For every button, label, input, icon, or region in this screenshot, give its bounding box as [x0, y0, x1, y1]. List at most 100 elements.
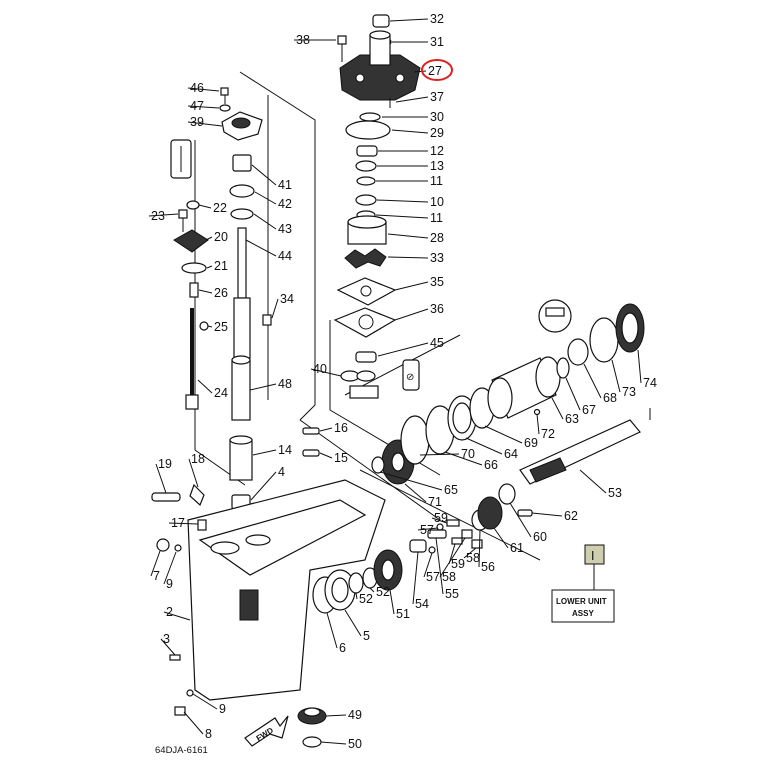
- label-37[interactable]: 37: [430, 90, 444, 104]
- label-46[interactable]: 46: [190, 81, 204, 95]
- part-49[interactable]: [297, 707, 327, 725]
- label-44[interactable]: 44: [278, 249, 292, 263]
- part-18[interactable]: [189, 483, 205, 507]
- label-71[interactable]: 71: [428, 495, 442, 509]
- part-9a[interactable]: [174, 544, 182, 552]
- label-52a[interactable]: 52: [359, 592, 373, 606]
- label-41[interactable]: 41: [278, 178, 292, 192]
- part-17[interactable]: [197, 519, 207, 531]
- label-29[interactable]: 29: [430, 126, 444, 140]
- label-61[interactable]: 61: [510, 541, 524, 555]
- part-67[interactable]: [556, 357, 570, 379]
- label-9a[interactable]: 9: [166, 577, 173, 591]
- part-61[interactable]: [477, 496, 503, 530]
- part-60[interactable]: [498, 483, 516, 505]
- label-3[interactable]: 3: [163, 632, 170, 646]
- part-50[interactable]: [302, 736, 322, 748]
- part-59b[interactable]: [451, 537, 463, 545]
- label-19[interactable]: 19: [158, 457, 172, 471]
- label-12[interactable]: 12: [430, 144, 444, 158]
- part-7[interactable]: [156, 538, 170, 552]
- label-27[interactable]: 27: [428, 64, 442, 78]
- label-65[interactable]: 65: [444, 483, 458, 497]
- part-13[interactable]: [355, 160, 377, 172]
- part-40[interactable]: [340, 370, 379, 399]
- part-58a[interactable]: [461, 529, 473, 539]
- part-14[interactable]: [229, 435, 253, 481]
- label-20[interactable]: 20: [214, 230, 228, 244]
- label-57a[interactable]: 57: [426, 570, 440, 584]
- part-63[interactable]: [487, 356, 561, 419]
- label-70[interactable]: 70: [461, 447, 475, 461]
- label-63[interactable]: 63: [565, 412, 579, 426]
- label-22[interactable]: 22: [213, 201, 227, 215]
- part-57b[interactable]: [436, 523, 444, 531]
- label-73[interactable]: 73: [622, 385, 636, 399]
- label-68[interactable]: 68: [603, 391, 617, 405]
- part-28[interactable]: [347, 215, 387, 245]
- part-33[interactable]: [344, 248, 387, 269]
- label-56[interactable]: 56: [481, 560, 495, 574]
- part-73[interactable]: [589, 317, 619, 363]
- part-16[interactable]: [302, 427, 320, 435]
- label-51[interactable]: 51: [396, 607, 410, 621]
- label-58a[interactable]: 58: [442, 570, 456, 584]
- part-70[interactable]: [400, 415, 430, 465]
- label-11a[interactable]: 11: [430, 174, 443, 188]
- part-21[interactable]: [181, 262, 207, 274]
- label-52b[interactable]: 52: [376, 585, 390, 599]
- label-9b[interactable]: 9: [219, 702, 226, 716]
- part-20[interactable]: [173, 229, 209, 253]
- label-62[interactable]: 62: [564, 509, 578, 523]
- label-72[interactable]: 72: [541, 427, 555, 441]
- part-48[interactable]: [231, 355, 251, 421]
- label-21[interactable]: 21: [214, 259, 228, 273]
- label-54[interactable]: 54: [415, 597, 429, 611]
- part-68[interactable]: [567, 338, 589, 366]
- part-64[interactable]: [447, 395, 477, 441]
- part-32[interactable]: [372, 14, 390, 28]
- label-42[interactable]: 42: [278, 197, 292, 211]
- label-33[interactable]: 33: [430, 251, 444, 265]
- part-52a[interactable]: [348, 572, 364, 594]
- part-51[interactable]: [373, 549, 403, 591]
- part-62[interactable]: [517, 509, 533, 517]
- label-38[interactable]: 38: [296, 33, 310, 47]
- part-74[interactable]: [615, 303, 645, 353]
- part-34[interactable]: [262, 314, 272, 326]
- label-25[interactable]: 25: [214, 320, 228, 334]
- part-59a[interactable]: [446, 519, 460, 527]
- part-41[interactable]: [232, 154, 252, 172]
- label-2[interactable]: 2: [166, 605, 173, 619]
- part-3[interactable]: [169, 654, 181, 661]
- label-15[interactable]: 15: [334, 451, 348, 465]
- part-47[interactable]: [219, 104, 231, 112]
- part-58b[interactable]: [471, 539, 483, 549]
- label-39[interactable]: 39: [190, 115, 204, 129]
- label-35[interactable]: 35: [430, 275, 444, 289]
- part-10[interactable]: [355, 194, 377, 206]
- part-65[interactable]: [371, 456, 385, 474]
- label-60[interactable]: 60: [533, 530, 547, 544]
- label-26[interactable]: 26: [214, 286, 228, 300]
- part-38[interactable]: [337, 35, 347, 62]
- label-36[interactable]: 36: [430, 302, 444, 316]
- label-4[interactable]: 4: [278, 465, 285, 479]
- label-5[interactable]: 5: [363, 629, 370, 643]
- label-6[interactable]: 6: [339, 641, 346, 655]
- label-7[interactable]: 7: [153, 569, 160, 583]
- part-35[interactable]: [336, 277, 397, 306]
- label-50[interactable]: 50: [348, 737, 362, 751]
- label-67[interactable]: 67: [582, 403, 596, 417]
- label-34[interactable]: 34: [280, 292, 294, 306]
- part-26[interactable]: [189, 282, 199, 298]
- part-44[interactable]: [233, 227, 251, 359]
- label-53[interactable]: 53: [608, 486, 622, 500]
- part-19[interactable]: [151, 492, 181, 502]
- label-18[interactable]: 18: [191, 452, 205, 466]
- label-69[interactable]: 69: [524, 436, 538, 450]
- label-55[interactable]: 55: [445, 587, 459, 601]
- label-40[interactable]: 40: [313, 362, 327, 376]
- label-49[interactable]: 49: [348, 708, 362, 722]
- label-43[interactable]: 43: [278, 222, 292, 236]
